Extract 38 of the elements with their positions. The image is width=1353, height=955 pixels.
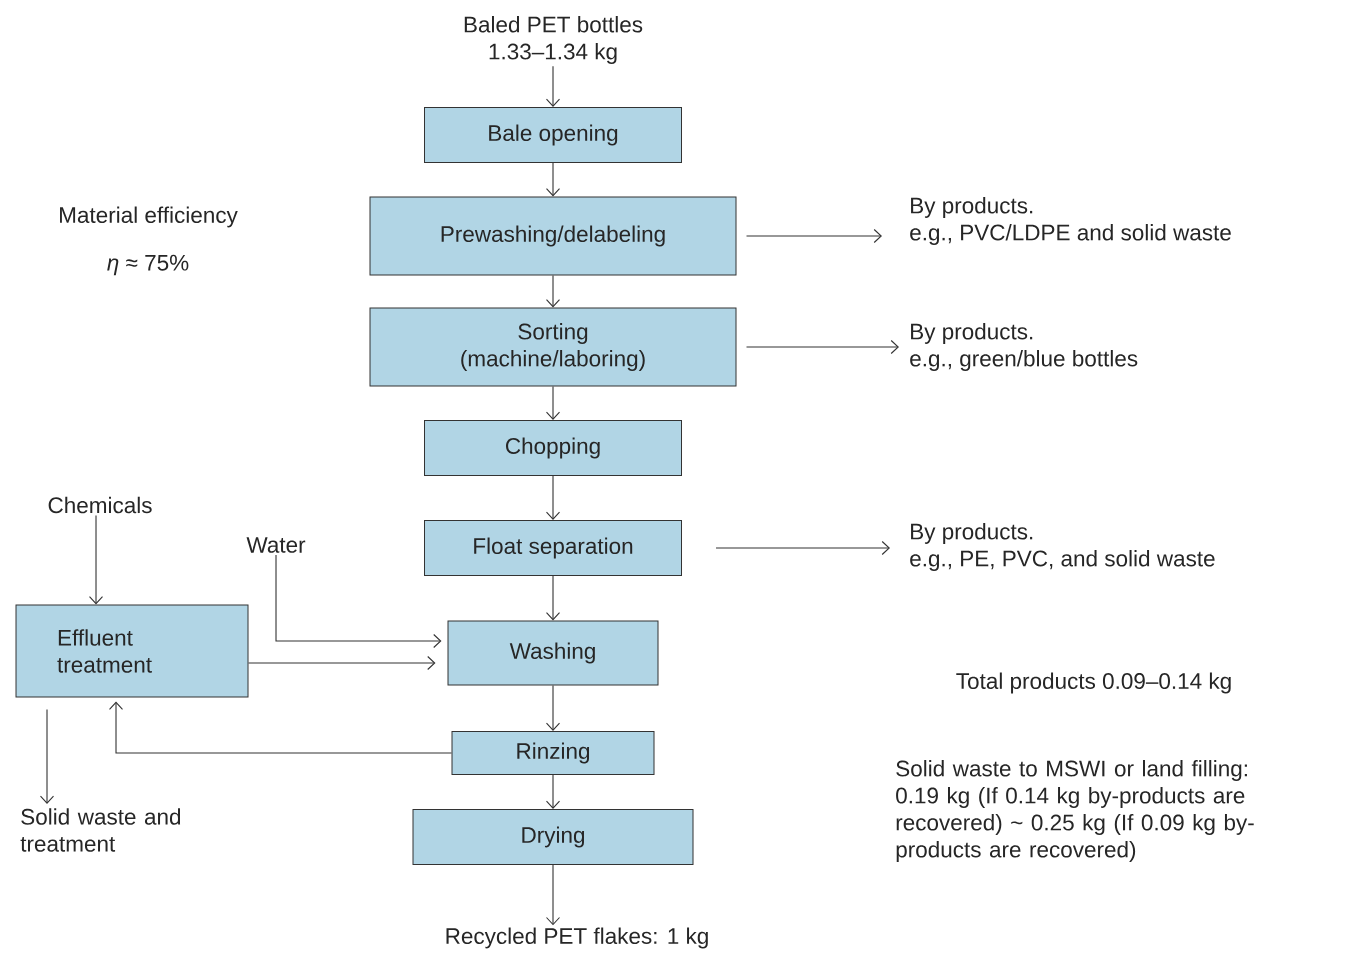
arrow xyxy=(247,655,436,671)
flow-text: Recycled PET flakes: 1 kg xyxy=(446,927,708,949)
arrow xyxy=(545,385,561,420)
process-box: Float separation xyxy=(424,520,682,576)
flow-text: Chemicals xyxy=(48,496,152,514)
process-box: Prewashing/delabeling xyxy=(369,196,737,276)
note-text: Material efficiency xyxy=(60,206,238,228)
arrow xyxy=(745,228,882,244)
process-box: Washing xyxy=(447,620,659,686)
process-box: Rinzing xyxy=(451,731,655,775)
process-box: Drying xyxy=(412,809,694,865)
flow-text: Solid waste and treatment xyxy=(20,808,181,852)
arrow xyxy=(88,514,104,605)
arrow xyxy=(108,701,453,754)
flow-text: By products. e.g., green/blue bottles xyxy=(910,323,1138,371)
note-text: η ≈ 75% xyxy=(107,254,189,276)
note-text: Total products 0.09–0.14 kg xyxy=(956,672,1231,694)
process-box: Bale opening xyxy=(424,107,682,163)
arrow xyxy=(545,274,561,308)
arrow xyxy=(545,475,561,520)
arrow xyxy=(545,684,561,731)
arrow xyxy=(545,65,561,107)
note-text: Solid waste to MSWI or land filling: 0.19 kg (If 0.14 kg by-products are recovered) ~ 0.25 kg (If 0.09 kg by-products are recovered) xyxy=(896,760,1254,862)
flow-text: Water xyxy=(246,537,306,553)
arrow xyxy=(545,774,561,809)
process-box: Chopping xyxy=(424,420,682,476)
arrow xyxy=(39,708,55,805)
flow-text: Baled PET bottles 1.33–1.34 kg xyxy=(464,16,643,64)
arrow xyxy=(715,540,890,556)
arrow xyxy=(545,162,561,197)
arrow xyxy=(545,864,561,926)
arrow xyxy=(545,575,561,621)
process-box: Effluent treatment xyxy=(15,604,249,698)
flow-text: By products. e.g., PVC/LDPE and solid waste xyxy=(910,197,1231,245)
flow-text: By products. e.g., PE, PVC, and solid waste xyxy=(910,523,1215,571)
process-box: Sorting (machine/laboring) xyxy=(369,307,737,387)
arrow xyxy=(745,339,899,355)
arrow xyxy=(275,554,442,649)
